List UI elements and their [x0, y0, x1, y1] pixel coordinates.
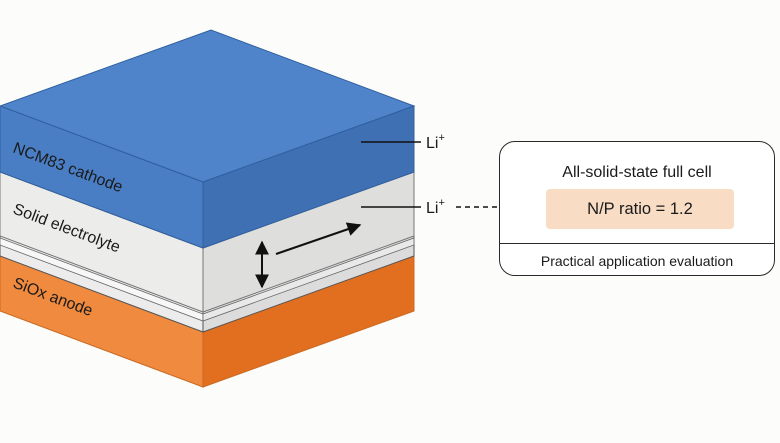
full-cell-card: All-solid-state full cell N/P ratio = 1.… [499, 141, 775, 276]
separator-layers [0, 231, 415, 333]
card-footer: Practical application evaluation [540, 252, 734, 269]
li-ion-migration-arrow [275, 222, 362, 255]
card-divider [500, 243, 774, 244]
card-title: All-solid-state full cell [562, 164, 712, 181]
anode-layer: SiOx anode [0, 247, 415, 388]
np-ratio-badge: N/P ratio = 1.2 [546, 189, 734, 229]
li-ion-label-top: Li+ [426, 132, 445, 152]
li-ion-label-middle: Li+ [426, 197, 445, 217]
